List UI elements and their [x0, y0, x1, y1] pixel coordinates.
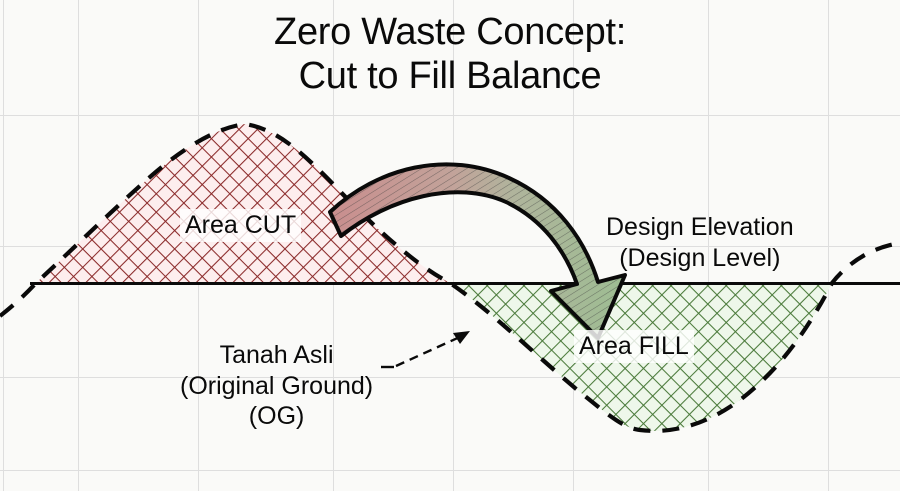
- balance-arrow: [328, 162, 627, 340]
- label-original-ground: Tanah Asli (Original Ground) (OG): [180, 341, 374, 430]
- page-title: Zero Waste Concept: Cut to Fill Balance: [274, 11, 626, 98]
- label-area-fill: Area FILL: [574, 330, 694, 363]
- og-leader-line: [381, 331, 470, 369]
- label-design-elevation: Design Elevation (Design Level): [606, 213, 794, 272]
- og-leader-arrowhead: [453, 331, 470, 344]
- label-area-cut: Area CUT: [180, 209, 302, 242]
- original-ground-curve: [0, 121, 900, 433]
